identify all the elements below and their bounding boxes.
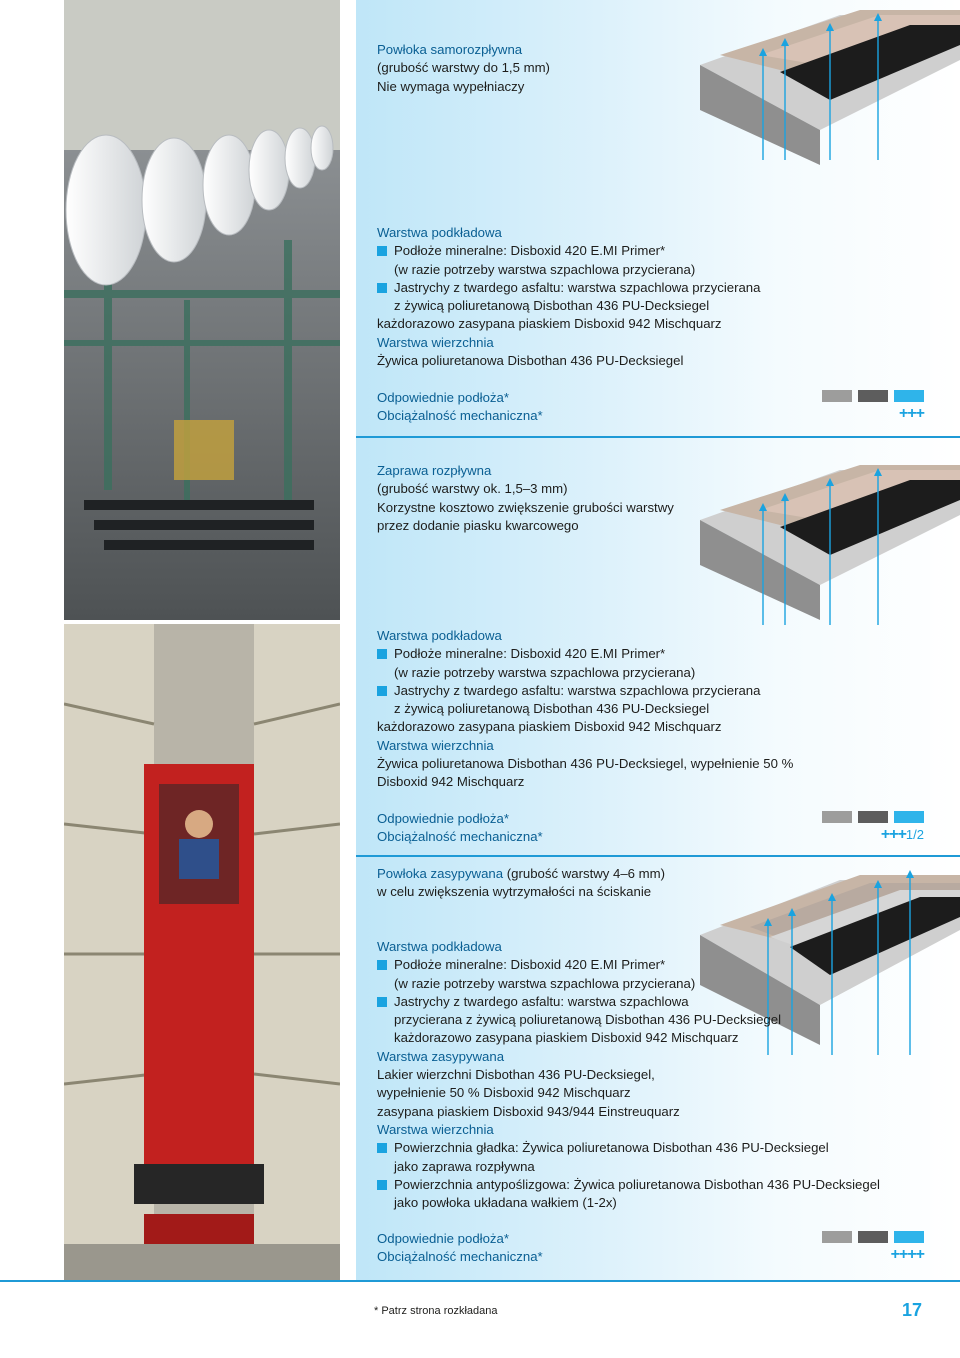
list-item: Podłoże mineralne: Disboxid 420 E.MI Pri… [377,645,793,663]
layer-diagram-2 [700,455,960,625]
substrate-swatch-dark-grey [858,811,888,823]
section-title: Powłoka zasypywana [377,866,504,881]
substrates-label: Odpowiednie podłoża* [377,811,509,826]
subtitle-line: (grubość warstwy do 1,5 mm) [377,60,550,76]
section-2-ratings: Odpowiednie podłoża* Obciążalność mechan… [377,810,543,847]
subtitle-line: w celu zwiększenia wytrzymałości na ścis… [377,884,652,900]
top-layer-line: Disboxid 942 Mischquarz [377,774,525,790]
section-title-suffix: (grubość warstwy 4–6 mm) [503,866,666,881]
list-item-continuation: z żywicą poliuretanową Disbothan 436 PU-… [394,701,710,717]
list-item: Powierzchnia antypoślizgowa: Żywica poli… [377,1176,880,1194]
load-label: Obciążalność mechaniczna* [377,408,543,424]
subtitle-line: Nie wymaga wypełniaczy [377,78,525,94]
load-rating: +++ [898,405,925,422]
footnote: * Patrz strona rozkładana [374,1305,498,1317]
subtitle-line: Korzystne kosztowo zwiększenie grubości … [377,499,674,515]
photo-paper-mill [64,0,340,620]
mid-layer-line: Lakier wierzchni Disbothan 436 PU-Decksi… [377,1067,655,1083]
section-1-ratings: Odpowiednie podłoża* Obciążalność mechan… [377,389,543,426]
load-label: Obciążalność mechaniczna* [377,1249,543,1265]
divider [356,855,960,857]
footer-rule [0,1280,960,1282]
top-layer-heading: Warstwa wierzchnia [377,1121,494,1137]
section-2-text: Zaprawa rozpływna (grubość warstwy ok. 1… [377,462,674,535]
base-layer-note: każdorazowo zasypana piaskiem Disboxid 9… [394,1030,739,1046]
substrate-swatch-blue [894,390,924,402]
list-item-continuation: jako powłoka układana wałkiem (1-2x) [394,1195,617,1211]
divider [356,436,960,438]
base-layer-note: każdorazowo zasypana piaskiem Disboxid 9… [377,719,722,735]
section-3-ratings: Odpowiednie podłoża* Obciążalność mechan… [377,1230,543,1267]
subtitle-line: (grubość warstwy ok. 1,5–3 mm) [377,481,568,497]
list-item: Powierzchnia gładka: Żywica poliuretanow… [377,1139,880,1157]
load-label: Obciążalność mechaniczna* [377,829,543,845]
layer-diagram-3 [700,865,960,1055]
section-3-text: Powłoka zasypywana (grubość warstwy 4–6 … [377,865,665,902]
substrate-swatch-dark-grey [858,390,888,402]
layer-diagram-1 [700,0,960,170]
section-title: Zaprawa rozpływna [377,463,492,478]
list-item: Jastrychy z twardego asfaltu: warstwa sz… [377,993,880,1011]
top-layer-line: Żywica poliuretanowa Disbothan 436 PU-De… [377,353,684,369]
list-item-continuation: (w razie potrzeby warstwa szpachlowa prz… [394,975,696,991]
substrate-swatch-blue [894,811,924,823]
substrate-swatch-light-grey [822,1231,852,1243]
list-item-continuation: przycierana z żywicą poliuretanową Disbo… [394,1012,782,1028]
top-layer-heading: Warstwa wierzchnia [377,334,494,350]
substrate-swatch-dark-grey [858,1231,888,1243]
photo-warehouse-forklift [64,624,340,1280]
mid-layer-line: wypełnienie 50 % Disboxid 942 Mischquarz [377,1085,631,1101]
list-item: Jastrychy z twardego asfaltu: warstwa sz… [377,682,793,700]
top-layer-line: Żywica poliuretanowa Disbothan 436 PU-De… [377,756,794,772]
load-rating: ++++ [890,1246,925,1263]
list-item-continuation: z żywicą poliuretanową Disbothan 436 PU-… [394,298,710,314]
list-item: Podłoże mineralne: Disboxid 420 E.MI Pri… [377,242,760,260]
mid-layer-heading: Warstwa zasypywana [377,1048,505,1064]
substrate-swatch-blue [894,1231,924,1243]
list-item: Podłoże mineralne: Disboxid 420 E.MI Pri… [377,956,880,974]
section-1-layers: Warstwa podkładowa Podłoże mineralne: Di… [377,224,760,370]
base-layer-heading: Warstwa podkładowa [377,628,502,643]
section-3-layers: Warstwa podkładowa Podłoże mineralne: Di… [377,938,880,1212]
list-item-continuation: jako zaprawa rozpływna [394,1158,535,1174]
section-2-layers: Warstwa podkładowa Podłoże mineralne: Di… [377,627,793,792]
list-item-continuation: (w razie potrzeby warstwa szpachlowa prz… [394,261,696,277]
base-layer-heading: Warstwa podkładowa [377,939,502,954]
section-1-text: Powłoka samorozpływna (grubość warstwy d… [377,41,550,96]
mid-layer-line: zasypana piaskiem Disboxid 943/944 Einst… [377,1103,680,1119]
page-number: 17 [901,1300,922,1320]
substrates-label: Odpowiednie podłoża* [377,1231,509,1246]
load-rating: +++1/2 [880,826,924,843]
top-layer-heading: Warstwa wierzchnia [377,737,494,753]
substrate-swatch-light-grey [822,811,852,823]
substrates-label: Odpowiednie podłoża* [377,390,509,405]
list-item: Jastrychy z twardego asfaltu: warstwa sz… [377,279,760,297]
base-layer-note: każdorazowo zasypana piaskiem Disboxid 9… [377,316,722,332]
base-layer-heading: Warstwa podkładowa [377,225,502,240]
subtitle-line: przez dodanie piasku kwarcowego [377,517,579,533]
substrate-swatch-light-grey [822,390,852,402]
list-item-continuation: (w razie potrzeby warstwa szpachlowa prz… [394,664,696,680]
section-title: Powłoka samorozpływna [377,42,523,57]
